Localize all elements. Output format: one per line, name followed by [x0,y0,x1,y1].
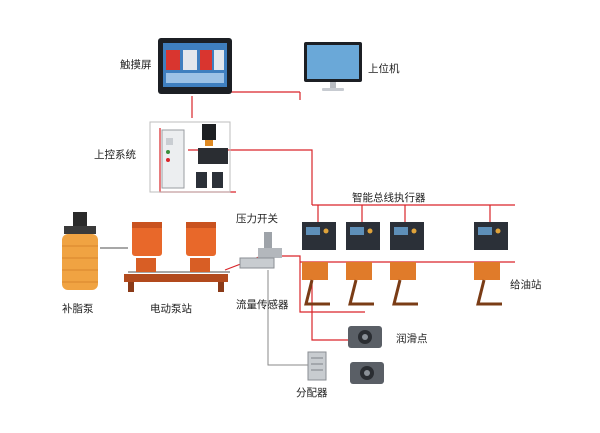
touchscreen-label: 触摸屏 [120,58,152,71]
executor-unit [390,222,424,250]
executor-unit [302,222,336,250]
oil-station-unit [346,262,374,306]
control-system-label: 上控系统 [94,148,136,161]
control-cabinet [149,121,231,193]
oil-station-unit [474,262,502,306]
oil-station-units [302,262,502,306]
oil-station-label: 给油站 [510,278,542,291]
distributor-device [307,351,327,381]
lubrication-point-label: 润滑点 [396,332,428,345]
executor-unit [474,222,508,250]
pressure-switch-device [239,232,282,269]
oil-station-unit [302,262,330,306]
bearing-block [350,362,384,384]
refill-pump-label: 补脂泵 [62,302,94,315]
flow-sensor-label: 流量传感器 [236,298,289,311]
host-pc-monitor [304,42,362,91]
pressure-switch-label: 压力开关 [236,212,278,225]
smart-bus-executor-label: 智能总线执行器 [352,191,426,204]
electric-pump-station [124,222,228,292]
touchscreen-device [158,38,232,94]
host-pc-label: 上位机 [368,62,400,75]
oil-station-unit [390,262,418,306]
lubrication-points [348,326,384,384]
executor-unit [346,222,380,250]
refill-pump-tank [62,212,98,290]
distributor-label: 分配器 [296,387,328,399]
bearing-block [348,326,382,348]
smart-bus-executors [302,222,508,250]
electric-pump-station-label: 电动泵站 [150,302,192,315]
